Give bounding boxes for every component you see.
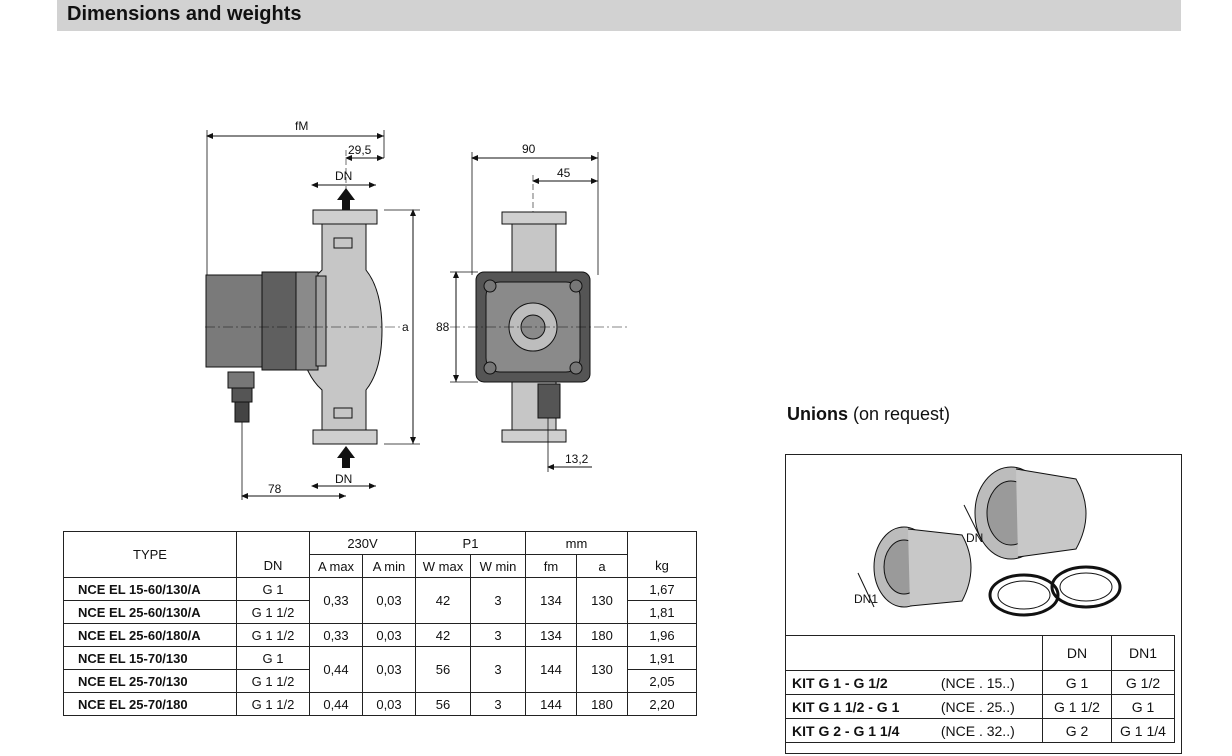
table-row: KIT G 1 1/2 - G 1 (NCE . 25..) G 1 1/2 G… [784, 694, 1175, 719]
a-max-header: A max [309, 554, 363, 578]
dim-13-2-label: 13,2 [565, 452, 589, 466]
p1-header: P1 [415, 531, 526, 555]
unions-title: Unions (on request) [787, 404, 951, 424]
dim-a-label: a [402, 320, 409, 334]
kg-header: kg [627, 554, 697, 578]
dim-90-label: 90 [522, 142, 536, 156]
table-row: NCE EL 25-70/180 G 1 1/2 0,44 0,03 56 3 … [63, 692, 697, 716]
table-row: NCE EL 25-60/180/A G 1 1/2 0,33 0,03 42 … [63, 623, 697, 647]
dim-88-label: 88 [436, 320, 450, 334]
section-banner: Dimensions and weights [57, 0, 1181, 31]
voltage-header: 230V [309, 531, 416, 555]
a-min-header: A min [362, 554, 416, 578]
table-row: KIT G 2 - G 1 1/4 (NCE . 32..) G 2 G 1 1… [784, 718, 1175, 743]
table-row: KIT G 1 - G 1/2 (NCE . 15..) G 1 G 1/2 [784, 670, 1175, 695]
w-max-header: W max [415, 554, 471, 578]
kit-dn-header: DN [1042, 635, 1112, 671]
section-title: Dimensions and weights [67, 3, 302, 25]
table-row: NCE EL 15-70/130 G 1 0,44 0,03 56 3 144 … [63, 646, 697, 693]
dn-header: DN [236, 554, 310, 578]
type-header: TYPE [63, 531, 237, 578]
unions-illustration: DN DN1 [854, 466, 1122, 617]
fm-header: fm [525, 554, 577, 578]
kits-table: DN DN1 KIT G 1 - G 1/2 (NCE . 15..) G 1 … [784, 635, 1175, 743]
dimensions-table: TYPE 230V P1 mm DN A max A min W max W m… [63, 531, 697, 716]
table-row: NCE EL 15-60/130/A G 1 0,33 0,03 42 3 13… [63, 577, 697, 624]
dim-78-label: 78 [268, 482, 282, 496]
kit-dn1-header: DN1 [1111, 635, 1175, 671]
union-dn1-label: DN1 [854, 592, 878, 606]
table-row: NCE EL 25-60/130/A G 1 1/2 1,81 [63, 600, 697, 624]
union-dn-label: DN [966, 531, 983, 545]
dim-fm-label: fM [295, 119, 308, 133]
unions-box: DN DN1 DN DN1 KIT G 1 - G 1/2 (NCE . 15.… [784, 454, 1182, 754]
dn-top-label: DN [335, 169, 352, 183]
a-header: a [576, 554, 628, 578]
pump-drawing: fM 29,5 DN a DN 78 90 45 [205, 119, 630, 500]
mm-header: mm [525, 531, 628, 555]
dn-bottom-label: DN [335, 472, 352, 486]
w-min-header: W min [470, 554, 526, 578]
dim-45-label: 45 [557, 166, 571, 180]
dim-29-5-label: 29,5 [348, 143, 372, 157]
